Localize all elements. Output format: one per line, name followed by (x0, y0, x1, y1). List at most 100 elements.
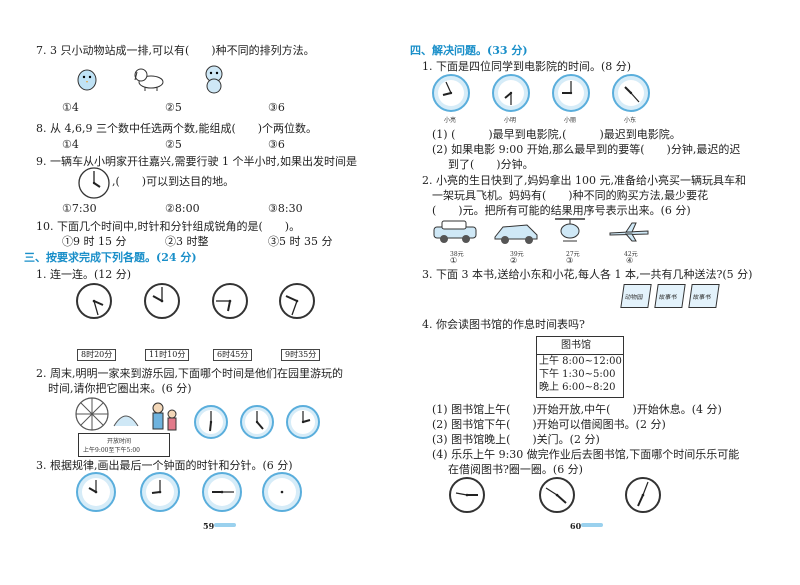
schedule-title: 图书馆 (561, 340, 591, 351)
time-tag: 6时45分 (213, 349, 253, 361)
time-tag: 8时20分 (77, 349, 117, 361)
sec3-q2-cont: 时间,请你把它圈出来。(6 分) (48, 382, 192, 395)
toy-number: ① (450, 256, 458, 265)
clock-icon (140, 472, 180, 512)
animal-dog (133, 66, 167, 92)
book-icon: 动物园 (620, 284, 652, 308)
q8-option-3: ③6 (268, 138, 285, 151)
clock-icon[interactable] (538, 476, 576, 514)
r-q4-4: (4) 乐乐上午 9:30 做完作业后去图书馆,下面哪个时间乐乐可能 (432, 448, 740, 461)
page-number: 59 (203, 521, 215, 531)
q7-option-1: ①4 (62, 101, 79, 114)
r-q1: 1. 下面是四位同学到电影院的时间。(8 分) (422, 60, 632, 73)
student-name: 小丽 (564, 117, 577, 124)
toy-price: 27元 (566, 251, 580, 258)
q9-option-1: ①7:30 (62, 202, 97, 215)
animal-chick (75, 66, 99, 92)
question-9-cont: ,( )可以到达目的地。 (112, 175, 235, 188)
clock-icon[interactable] (286, 405, 320, 439)
q9-option-2: ②8:00 (165, 202, 200, 215)
q7-option-2: ②5 (165, 101, 182, 114)
book-icon: 故事书 (654, 284, 686, 308)
schedule-row: 下午 1:30~5:00 (539, 369, 616, 380)
library-schedule-table: 图书馆 上午 8:00~12:00 下午 1:30~5:00 晚上 6:00~8… (536, 336, 624, 398)
q9-option-3: ③8:30 (268, 202, 303, 215)
toy-car-icon (433, 220, 477, 243)
clock-icon (212, 283, 248, 319)
r-q2-cont1: 一架玩具飞机。妈妈有( )种不同的购买方法,最少要花 (432, 189, 709, 202)
r-q4: 4. 你会读图书馆的作息时间表吗? (422, 318, 585, 331)
q10-option-3: ③5 时 35 分 (268, 235, 333, 248)
toy-plane-icon (609, 222, 649, 242)
blank-clock-icon[interactable] (262, 472, 302, 512)
r-q4-4-cont: 在借阅图书?圈一圈。(6 分) (448, 463, 583, 476)
clock-icon (78, 167, 110, 199)
r-q3: 3. 下面 3 本书,送给小东和小花,每人各 1 本,一共有几种送法?(5 分) (422, 268, 753, 281)
toy-price: 39元 (510, 251, 524, 258)
animal-monkey (201, 64, 227, 94)
q8-option-1: ①4 (62, 138, 79, 151)
sign-title: 开放时间 (107, 438, 132, 445)
clock-icon (144, 283, 180, 319)
leaf-decoration (214, 523, 236, 527)
toy-number: ③ (566, 256, 574, 265)
clock-icon[interactable] (194, 405, 228, 439)
book-icon: 故事书 (688, 284, 720, 308)
q8-option-2: ②5 (165, 138, 182, 151)
r-q1-1: (1) ( )最早到电影院,( )最迟到电影院。 (432, 128, 681, 141)
book-title: 故事书 (692, 294, 712, 301)
book-title: 动物园 (624, 294, 644, 301)
sec3-q1: 1. 连一连。(12 分) (36, 268, 132, 281)
clock-icon (492, 74, 530, 112)
right-page: 四、解决问题。(33 分) 1. 下面是四位同学到电影院的时间。(8 分) 小亮… (400, 0, 800, 585)
clock-icon (279, 283, 315, 319)
student-name: 小亮 (444, 117, 457, 124)
page-number: 60 (570, 521, 582, 531)
r-q1-2-cont: 到了( )分钟。 (448, 158, 534, 171)
time-tag: 11时10分 (145, 349, 190, 361)
clock-icon[interactable] (448, 476, 486, 514)
schedule-row: 上午 8:00~12:00 (539, 356, 622, 367)
clock-icon (612, 74, 650, 112)
toy-price: 42元 (624, 251, 638, 258)
clock-icon (202, 472, 242, 512)
r-q1-2: (2) 如果电影 9:00 开始,那么最早到的要等( )分钟,最迟的迟 (432, 143, 741, 156)
toy-number: ② (510, 256, 518, 265)
r-q4-3: (3) 图书馆晚上( )关门。(2 分) (432, 433, 600, 446)
q7-option-3: ③6 (268, 101, 285, 114)
section-4-heading: 四、解决问题。(33 分) (410, 44, 528, 57)
r-q2-cont2: ( )元。把所有可能的结果用序号表示出来。(6 分) (432, 204, 691, 217)
student-name: 小东 (624, 117, 637, 124)
toy-price: 38元 (450, 251, 464, 258)
book-title: 故事书 (658, 294, 678, 301)
leaf-decoration (581, 523, 603, 527)
toy-helicopter-icon (555, 218, 585, 242)
sec3-q3: 3. 根据规律,画出最后一个钟面的时针和分针。(6 分) (36, 459, 293, 472)
left-page: 7. 3 只小动物站成一排,可以有( )种不同的排列方法。 ①4 ②5 ③6 8… (24, 44, 357, 531)
clock-icon (76, 283, 112, 319)
schedule-row: 晚上 6:00~8:20 (539, 382, 616, 393)
question-9: 9. 一辆车从小明家开往嘉兴,需要行驶 1 个半小时,如果出发时间是 (36, 155, 357, 168)
question-10: 10. 下面几个时间中,时针和分针组成锐角的是( )。 (36, 220, 301, 233)
sec3-q2: 2. 周末,明明一家来到游乐园,下面哪个时间是他们在园里游玩的 (36, 367, 343, 380)
question-7: 7. 3 只小动物站成一排,可以有( )种不同的排列方法。 (36, 44, 315, 57)
clock-icon (552, 74, 590, 112)
sign-hours: 上午9:00至下午5:00 (83, 447, 140, 454)
r-q2: 2. 小亮的生日快到了,妈妈拿出 100 元,准备给小亮买一辆玩具车和 (422, 174, 746, 187)
section-3-heading: 三、按要求完成下列各题。(24 分) (24, 251, 197, 264)
q10-option-2: ②3 时整 (165, 235, 209, 248)
clock-icon[interactable] (624, 476, 662, 514)
student-name: 小明 (504, 117, 517, 124)
r-q4-1: (1) 图书馆上午( )开始开放,中午( )开始休息。(4 分) (432, 403, 722, 416)
r-q4-2: (2) 图书馆下午( )开始可以借阅图书。(2 分) (432, 418, 666, 431)
toy-race-car-icon (494, 224, 538, 244)
time-tag: 9时35分 (281, 349, 321, 361)
park-open-hours-sign: 开放时间 上午9:00至下午5:00 (78, 433, 170, 457)
toy-number: ④ (626, 256, 634, 265)
clock-icon (76, 472, 116, 512)
amusement-park-illustration (66, 396, 186, 454)
q10-option-1: ①9 时 15 分 (62, 235, 127, 248)
clock-icon (432, 74, 470, 112)
clock-icon[interactable] (240, 405, 274, 439)
question-8: 8. 从 4,6,9 三个数中任选两个数,能组成( )个两位数。 (36, 122, 318, 135)
